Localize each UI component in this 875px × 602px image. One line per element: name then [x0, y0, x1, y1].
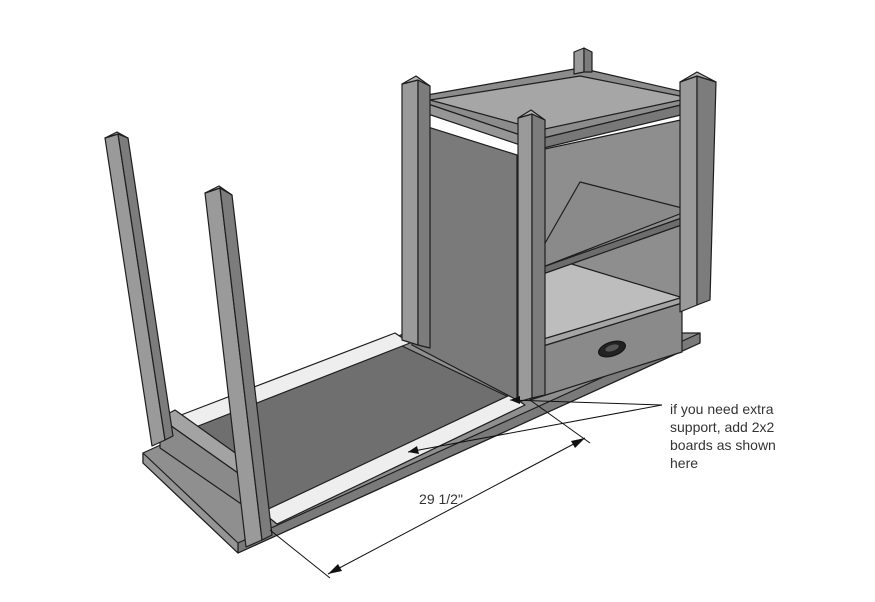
callout-line-2: support, add 2x2: [670, 419, 775, 435]
callout-line-1: if you need extra: [670, 401, 774, 417]
bench-leg-rear: [104, 131, 174, 447]
bench-leg-front: [204, 185, 273, 548]
cabinet-top: [409, 67, 711, 151]
cabinet-leg-front-left: [517, 109, 546, 403]
callout-leader-upper: [509, 399, 663, 406]
callout: if you need extra support, add 2x2 board…: [407, 396, 776, 471]
dimension-label: 29 1/2": [419, 491, 463, 507]
dimension-line: [327, 437, 586, 575]
dimension-arrow-right: [571, 438, 585, 448]
dimension-extension-left: [269, 529, 331, 579]
support-board-front: [261, 394, 526, 525]
dimension-arrow-left: [328, 564, 342, 574]
cabinet-leg-back-right: [573, 47, 593, 75]
callout-line-4: here: [670, 455, 698, 471]
cabinet-leg-right: [679, 71, 717, 313]
cabinet-drawer: [529, 294, 691, 401]
drawer-handle-highlight: [605, 344, 619, 352]
cabinet-leg-back-left: [401, 75, 431, 349]
callout-line-3: boards as shown: [670, 437, 776, 453]
dimension-indicator: 29 1/2": [269, 399, 591, 579]
callout-leader-lower: [407, 404, 663, 453]
callout-arrow-upper: [510, 396, 520, 404]
dimension-extension-right: [529, 399, 591, 444]
callout-arrow-lower: [408, 446, 419, 454]
